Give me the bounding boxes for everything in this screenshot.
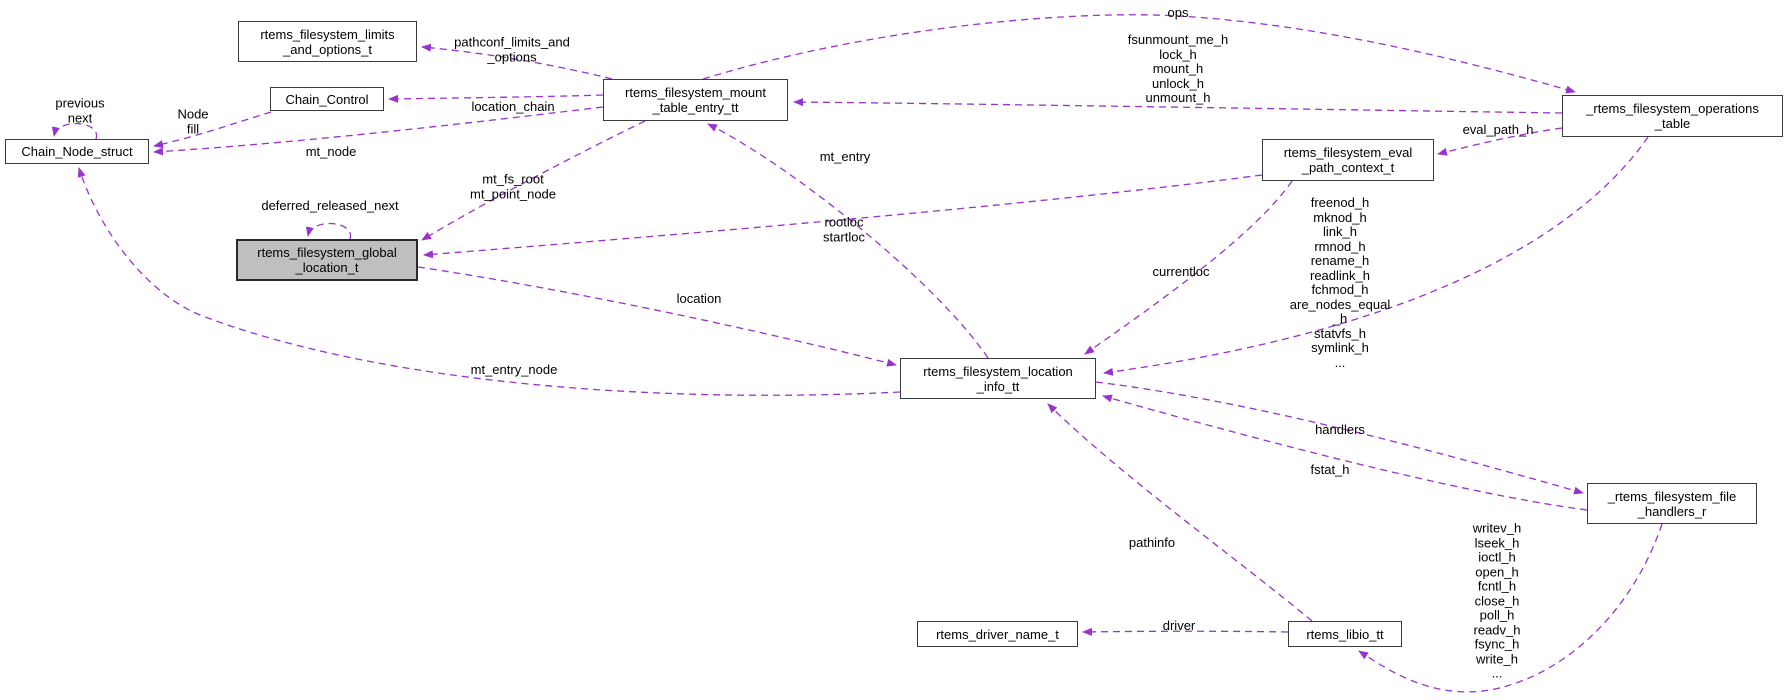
edge-freenod-group <box>1103 136 1649 376</box>
edge-mt-node <box>153 106 604 156</box>
edge-driver <box>1082 627 1289 636</box>
node-label: _rtems_filesystem_operations _table <box>1586 101 1759 131</box>
edge-pathinfo <box>1047 403 1313 622</box>
node-label: rtems_filesystem_eval _path_context_t <box>1283 145 1413 175</box>
node-global-location: rtems_filesystem_global _location_t <box>236 239 418 281</box>
node-label: rtems_filesystem_limits _and_options_t <box>260 26 395 57</box>
node-libio[interactable]: rtems_libio_tt <box>1288 621 1402 647</box>
edge-pathconf <box>421 43 613 80</box>
node-limits-and-options[interactable]: rtems_filesystem_limits _and_options_t <box>238 21 417 62</box>
edge-currentloc <box>1084 180 1293 355</box>
node-label: rtems_filesystem_location _info_tt <box>923 363 1073 394</box>
edge-location-chain <box>388 94 604 103</box>
node-label: Chain_Control <box>285 91 369 107</box>
node-file-handlers[interactable]: _rtems_filesystem_file _handlers_r <box>1587 483 1757 524</box>
edge-previous-next-selfloop <box>51 122 98 140</box>
node-operations-table[interactable]: _rtems_filesystem_operations _table <box>1562 95 1783 137</box>
edge-fsunmount-group <box>793 98 1563 114</box>
edge-ops <box>702 14 1576 94</box>
edge-mt-fs-root <box>421 120 646 241</box>
edge-deferred-selfloop <box>305 222 352 240</box>
edge-node-fill <box>153 111 272 148</box>
node-label: _rtems_filesystem_file _handlers_r <box>1607 488 1737 519</box>
edge-handlers <box>1095 381 1584 495</box>
edge-writev-group <box>1358 523 1663 693</box>
edge-eval-path-h <box>1437 127 1563 156</box>
node-label: rtems_filesystem_mount _table_entry_tt <box>625 85 766 115</box>
node-label: rtems_driver_name_t <box>936 626 1059 642</box>
edge-mt-entry <box>707 123 989 359</box>
node-chain-control[interactable]: Chain_Control <box>270 87 384 111</box>
node-label: rtems_libio_tt <box>1306 626 1384 642</box>
node-label: Chain_Node_struct <box>21 144 133 159</box>
node-driver-name[interactable]: rtems_driver_name_t <box>917 621 1078 647</box>
edge-mt-entry-node <box>77 167 901 396</box>
edge-location <box>417 266 897 367</box>
edge-fstat-h <box>1102 394 1588 511</box>
node-mount-table-entry[interactable]: rtems_filesystem_mount _table_entry_tt <box>603 79 788 121</box>
node-label: rtems_filesystem_global _location_t <box>257 245 397 275</box>
node-eval-path-context[interactable]: rtems_filesystem_eval _path_context_t <box>1262 139 1434 181</box>
edge-rootloc-startloc <box>423 174 1263 259</box>
node-chain-node-struct[interactable]: Chain_Node_struct <box>5 139 149 164</box>
node-location-info[interactable]: rtems_filesystem_location _info_tt <box>900 358 1096 399</box>
